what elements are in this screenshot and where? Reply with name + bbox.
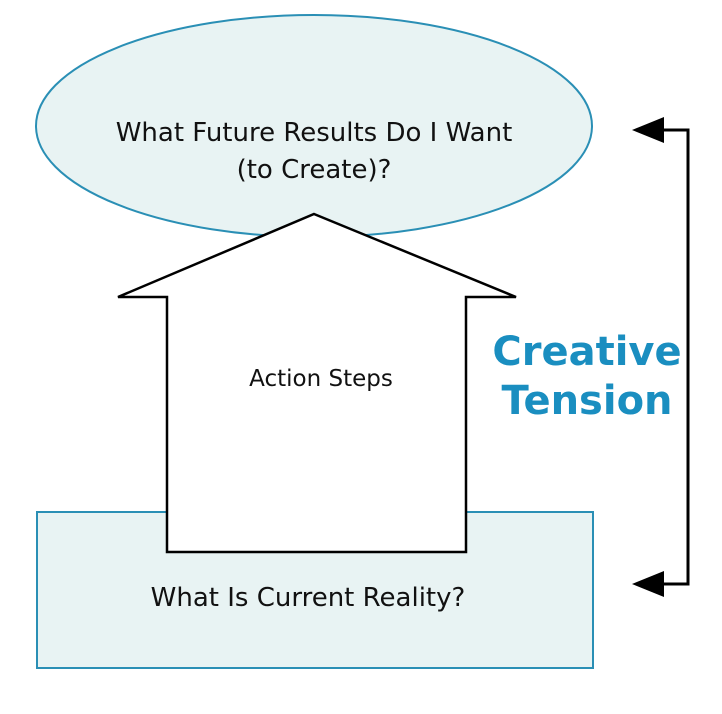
current-reality-label: What Is Current Reality? bbox=[151, 583, 466, 613]
arrowhead-to-reality-icon bbox=[632, 571, 664, 597]
future-results-label-line1: What Future Results Do I Want bbox=[116, 118, 513, 148]
arrowhead-to-future-icon bbox=[632, 117, 664, 143]
tension-bracket bbox=[632, 117, 690, 597]
action-steps-label: Action Steps bbox=[249, 366, 393, 392]
future-results-label-line2: (to Create)? bbox=[237, 155, 392, 185]
creative-tension-label-line2: Tension bbox=[501, 378, 672, 424]
creative-tension-label-line1: Creative bbox=[492, 329, 681, 375]
action-steps-arrow bbox=[117, 212, 517, 554]
tension-bracket-line bbox=[660, 128, 690, 586]
